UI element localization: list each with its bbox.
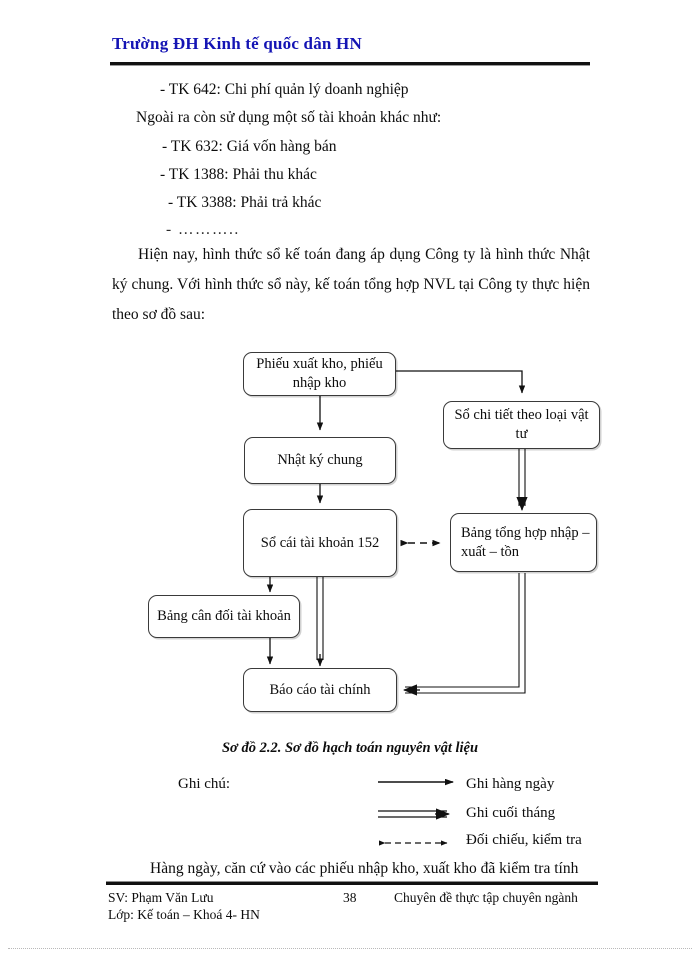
footer-divider <box>106 881 598 885</box>
node-bao-cao-tai-chinh[interactable]: Báo cáo tài chính <box>243 668 397 712</box>
node-label: Nhật ký chung <box>277 452 363 468</box>
footer-doc-type: Chuyên đề thực tập chuyên ngành <box>394 890 578 905</box>
bottom-dotted-rule <box>8 948 692 949</box>
body-paragraph: Hiện nay, hình thức sổ kế toán đang áp d… <box>112 246 590 323</box>
diagram-connectors: Bảng tổng hợp (dashed bidirectional) --> <box>266 370 528 696</box>
connector-bang-tong-hop-to-bao-cao-b <box>405 573 526 694</box>
node-label: Sổ chi tiết theo loại vật tư <box>454 407 589 442</box>
node-nhat-ky-chung[interactable]: Nhật ký chung <box>244 437 396 484</box>
node-so-chi-tiet-theo-loai-vat-tu[interactable]: Sổ chi tiết theo loại vật tư <box>443 401 600 449</box>
connector-bang-tong-hop-to-bao-cao-a <box>405 573 520 688</box>
legend-arrows <box>378 778 454 846</box>
legend-label: Ghi chú: <box>178 776 231 792</box>
flow-diagram: Bảng tổng hợp (dashed bidirectional) -->… <box>0 330 700 730</box>
footer-page-number: 38 <box>343 890 357 905</box>
node-phieu-xuat-nhap-kho[interactable]: Phiếu xuất kho, phiếu nhập kho <box>243 352 396 396</box>
footer-class: Lớp: Kế toán – Khoá 4- HN <box>108 907 260 922</box>
legend-item-text-0: Ghi hàng ngày <box>466 776 555 792</box>
node-bang-tong-hop-nhap-xuat-ton[interactable]: Bảng tổng hợp nhập – xuất – tồn <box>450 513 597 572</box>
header-divider <box>110 62 590 66</box>
account-line-1388: - TK 1388: Phải thu khác <box>160 166 317 183</box>
account-line-632: - TK 632: Giá vốn hàng bán <box>162 138 337 155</box>
node-bang-can-doi-tai-khoan[interactable]: Bảng cân đối tài khoản <box>148 595 300 638</box>
legend-item-text-1: Ghi cuối tháng <box>466 805 556 821</box>
page-header-title: Trường ĐH Kinh tế quốc dân HN <box>112 34 362 53</box>
node-label: Bảng cân đối tài khoản <box>157 608 291 624</box>
body-last-line: Hàng ngày, căn cứ vào các phiếu nhập kho… <box>150 860 579 877</box>
account-line-642: - TK 642: Chi phí quản lý doanh nghiệp <box>160 81 409 98</box>
intro-line: Ngoài ra còn sử dụng một số tài khoản kh… <box>136 109 442 126</box>
node-so-cai-tai-khoan-152[interactable]: Sổ cái tài khoản 152 <box>243 509 397 577</box>
node-label: Bảng tổng hợp nhập – xuất – tồn <box>461 524 590 560</box>
connector-phieu-to-so-chi-tiet <box>395 370 526 394</box>
account-line-3388: - TK 3388: Phải trả khác <box>168 194 322 211</box>
account-line-ellipsis: - ……….. <box>166 221 240 238</box>
diagram-caption: Sơ đồ 2.2. Sơ đồ hạch toán nguyên vật li… <box>221 740 479 756</box>
legend-item-text-2: Đối chiếu, kiểm tra <box>466 832 582 848</box>
node-label: Báo cáo tài chính <box>269 681 371 698</box>
node-label: Phiếu xuất kho, phiếu nhập kho <box>256 356 383 391</box>
node-label: Sổ cái tài khoản 152 <box>260 534 380 551</box>
footer-student-name: SV: Phạm Văn Lưu <box>108 890 214 905</box>
